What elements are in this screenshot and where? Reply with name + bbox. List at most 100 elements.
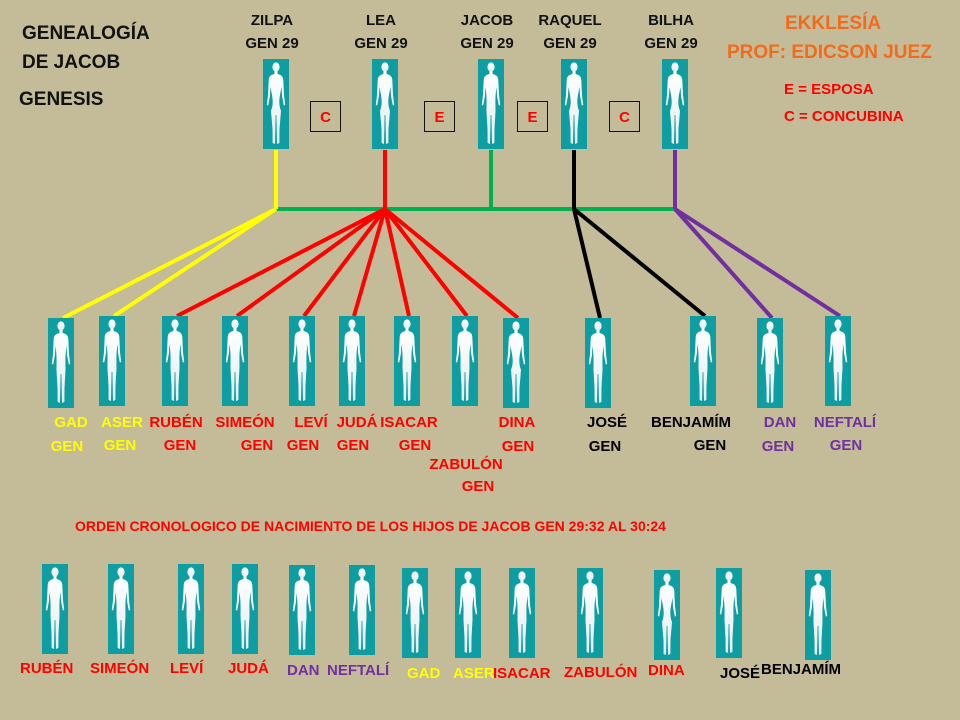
child-ref: GEN [693, 437, 727, 454]
person-silhouette-icon [808, 573, 828, 655]
person-silhouette-icon [760, 321, 780, 403]
parent-ref: GEN 29 [354, 35, 408, 52]
child-ref: GEN [286, 437, 320, 454]
order-name: ASER [453, 665, 495, 682]
person-silhouette-icon [481, 62, 501, 144]
child-figure-1 [99, 316, 125, 406]
descent-line [235, 207, 387, 318]
person-silhouette-icon [405, 571, 425, 653]
person-silhouette-icon [51, 321, 71, 403]
person-silhouette-icon [657, 573, 677, 655]
child-figure-7 [452, 316, 478, 406]
order-figure-5 [349, 565, 375, 655]
order-name: JUDÁ [228, 660, 269, 677]
child-name: NEFTALÍ [813, 414, 877, 431]
child-name: RUBÉN [149, 414, 203, 431]
order-name: DINA [648, 662, 685, 679]
child-figure-12 [825, 316, 851, 406]
order-figure-9 [577, 568, 603, 658]
child-ref: GEN [501, 438, 535, 455]
legend-esposa: E = ESPOSA [784, 81, 874, 98]
person-silhouette-icon [693, 319, 713, 401]
relation-box: E [517, 101, 548, 132]
order-figure-7 [455, 568, 481, 658]
parent-name: BILHA [648, 12, 694, 29]
person-silhouette-icon [375, 62, 395, 144]
person-silhouette-icon [111, 567, 131, 649]
parent-figure-zilpa [263, 59, 289, 149]
credit-ekklesia: EKKLESÍA [785, 13, 882, 34]
child-ref: GEN [461, 478, 495, 495]
descent-line [572, 207, 707, 318]
order-figure-8 [509, 568, 535, 658]
person-silhouette-icon [165, 319, 185, 401]
person-silhouette-icon [828, 319, 848, 401]
order-name: RUBÉN [20, 660, 74, 677]
parent-name: RAQUEL [538, 12, 602, 29]
person-silhouette-icon [45, 567, 65, 649]
child-figure-5 [339, 316, 365, 406]
descent-line [673, 207, 842, 318]
parent-figure-bilha [662, 59, 688, 149]
relation-box: C [310, 101, 341, 132]
child-figure-11 [757, 318, 783, 408]
person-silhouette-icon [181, 567, 201, 649]
child-name: LEVÍ [294, 414, 328, 431]
child-name: ISACAR [380, 414, 438, 431]
child-ref: GEN [588, 438, 622, 455]
child-name: ZABULÓN [429, 456, 503, 473]
person-silhouette-icon [665, 62, 685, 144]
child-ref: GEN [336, 437, 370, 454]
person-silhouette-icon [102, 319, 122, 401]
descent-line [383, 207, 520, 320]
descent-line [62, 207, 277, 320]
order-name: DAN [287, 662, 320, 679]
person-silhouette-icon [292, 319, 312, 401]
person-silhouette-icon [352, 568, 372, 650]
child-ref: GEN [829, 437, 863, 454]
parent-figure-raquel [561, 59, 587, 149]
parent-ref: GEN 29 [245, 35, 299, 52]
person-silhouette-icon [292, 568, 312, 650]
child-figure-8 [503, 318, 529, 408]
order-name: ISACAR [493, 665, 551, 682]
person-silhouette-icon [458, 571, 478, 653]
child-figure-2 [162, 316, 188, 406]
person-silhouette-icon [266, 62, 286, 144]
order-name: LEVÍ [170, 660, 204, 677]
descent-line [572, 208, 602, 319]
child-ref: GEN [761, 438, 795, 455]
parent-name: LEA [366, 12, 396, 29]
child-ref: GEN [50, 438, 84, 455]
order-figure-0 [42, 564, 68, 654]
person-silhouette-icon [455, 319, 475, 401]
child-figure-9 [585, 318, 611, 408]
child-figure-3 [222, 316, 248, 406]
parent-name: JACOB [460, 12, 514, 29]
person-silhouette-icon [588, 321, 608, 403]
child-name: GAD [54, 414, 88, 431]
legend-concubina: C = CONCUBINA [784, 108, 904, 125]
order-figure-11 [716, 568, 742, 658]
child-name: BENJAMÍM [650, 414, 731, 431]
order-name: SIMEÓN [90, 660, 150, 677]
parent-name: ZILPA [250, 12, 294, 29]
parent-figure-jacob [478, 59, 504, 149]
child-figure-4 [289, 316, 315, 406]
order-figure-3 [232, 564, 258, 654]
title-genesis: GENESIS [19, 89, 104, 110]
descent-line [383, 208, 411, 317]
descent-line [302, 207, 387, 318]
child-name: ASER [101, 414, 143, 431]
person-silhouette-icon [564, 62, 584, 144]
child-figure-6 [394, 316, 420, 406]
order-heading: ORDEN CRONOLOGICO DE NACIMIENTO DE LOS H… [75, 518, 666, 534]
parent-figure-lea [372, 59, 398, 149]
descent-line [176, 207, 386, 318]
descent-line [673, 207, 774, 320]
child-name: JUDÁ [336, 414, 378, 431]
child-ref: GEN [240, 437, 274, 454]
order-figure-10 [654, 570, 680, 660]
order-name: NEFTALÍ [327, 662, 390, 679]
child-name: DAN [763, 414, 797, 431]
